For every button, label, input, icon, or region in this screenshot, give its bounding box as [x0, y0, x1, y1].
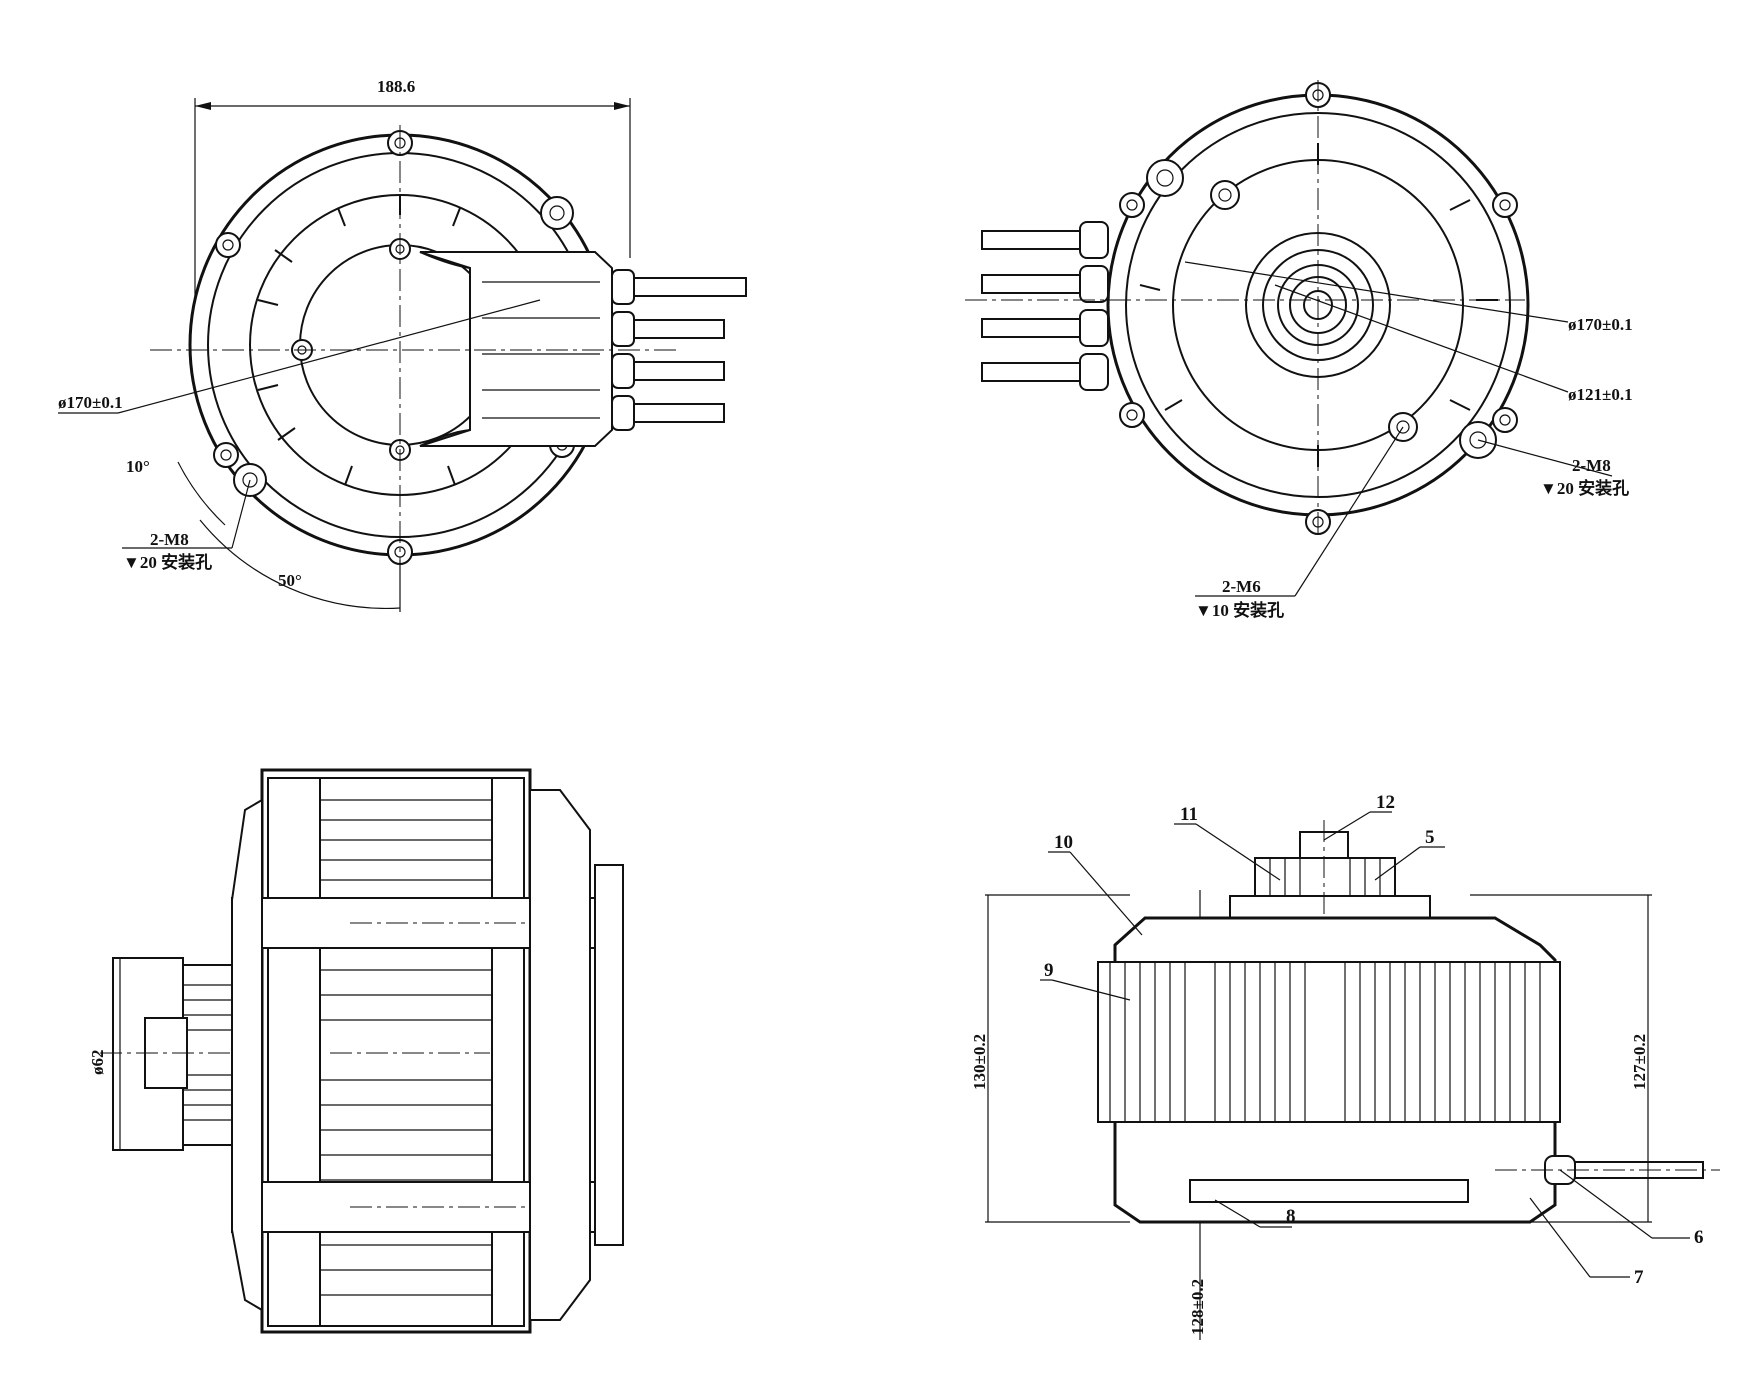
mounting-boss: [1119, 82, 1518, 535]
m6-hole-line2: ▼10 安装孔: [1195, 600, 1284, 620]
part-number-6: 6: [1694, 1227, 1704, 1248]
pulley-diameter-label: ø62: [88, 1050, 107, 1076]
width-dimension-label: 188.6: [377, 77, 415, 96]
cooling-fins: [1109, 962, 1541, 1122]
body-height-label: 127±0.2: [1630, 1034, 1649, 1090]
part-balloons: 12 11 5 10 9 8 7 6: [1040, 792, 1704, 1288]
part-number-11: 11: [1180, 804, 1198, 825]
m8-hole-line1: 2-M8: [1572, 456, 1611, 475]
angle-small-label: 10°: [126, 457, 150, 476]
outer-diameter-label: ø170±0.1: [1568, 315, 1633, 334]
part-number-9: 9: [1044, 960, 1054, 981]
inner-diameter-label: ø121±0.1: [1568, 385, 1633, 404]
side-view-pulley: ø62: [88, 768, 624, 1334]
part-number-8: 8: [1286, 1206, 1296, 1227]
diameter-label: ø170±0.1: [58, 393, 123, 412]
cooling-fins: [320, 799, 492, 1296]
cable-gland-group: [611, 269, 747, 431]
rear-view-shaft-side: ø170±0.1 ø121±0.1 2-M8 ▼20 安装孔 2-M6 ▼10 …: [965, 80, 1633, 620]
front-view-terminal-side: 188.6: [58, 77, 747, 612]
m6-hole-line1: 2-M6: [1222, 577, 1261, 596]
angle-large-label: 50°: [278, 571, 302, 590]
part-number-5: 5: [1425, 827, 1435, 848]
part-number-10: 10: [1054, 832, 1073, 853]
hole-spec-line2: ▼20 安装孔: [123, 552, 212, 572]
hole-spec-line1: 2-M8: [150, 530, 189, 549]
cable-gland-group: [981, 221, 1109, 391]
shaft-height-label: 128±0.2: [1188, 1279, 1207, 1335]
part-number-12: 12: [1376, 792, 1395, 813]
m8-hole-line2: ▼20 安装孔: [1540, 478, 1629, 498]
top-view-parts: 130±0.2 127±0.2 128±0.2: [970, 792, 1720, 1340]
part-number-7: 7: [1634, 1267, 1644, 1288]
total-height-label: 130±0.2: [970, 1034, 989, 1090]
